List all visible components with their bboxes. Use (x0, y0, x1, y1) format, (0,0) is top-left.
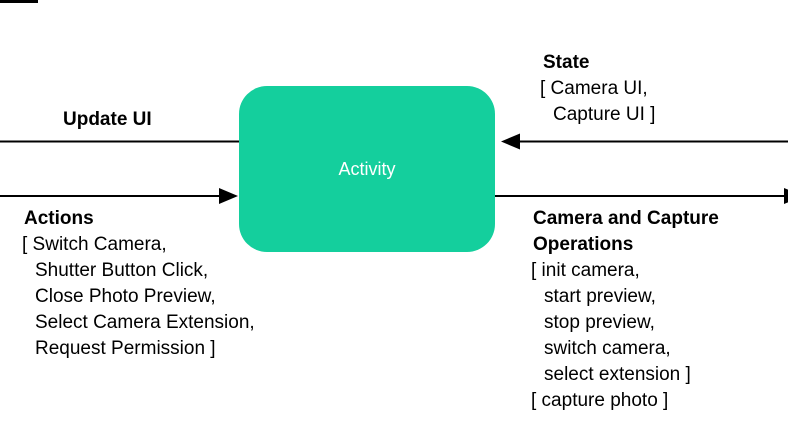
camera-ops-line: select extension ] (544, 364, 691, 385)
state-arrowhead-icon (501, 133, 520, 150)
cropped-edge-bar (0, 0, 38, 3)
activity-node: Activity (239, 86, 495, 252)
actions-line: Request Permission ] (35, 338, 216, 359)
actions-line: Select Camera Extension, (35, 312, 255, 333)
state-line: Capture UI ] (553, 104, 656, 125)
state-line: [ Camera UI, (540, 78, 648, 99)
camera-ops-arrowhead-icon (784, 188, 788, 204)
state-title: State (543, 52, 590, 73)
actions-line: Close Photo Preview, (35, 286, 216, 307)
activity-node-label: Activity (338, 158, 396, 179)
actions-block: Actions [ Switch Camera, Shutter Button … (22, 206, 255, 362)
camera-ops-line: start preview, (544, 286, 656, 307)
actions-arrowhead-icon (219, 188, 238, 204)
state-block: State [ Camera UI, Capture UI ] (540, 50, 655, 128)
actions-line: Shutter Button Click, (35, 260, 209, 281)
state-arrow (501, 133, 788, 150)
camera-ops-title-line: Operations (533, 234, 634, 255)
camera-ops-title-line: Camera and Capture (533, 208, 719, 229)
actions-arrow (0, 188, 238, 204)
camera-ops-arrow (495, 188, 788, 204)
camera-ops-line: [ capture photo ] (531, 390, 669, 411)
camera-ops-line: [ init camera, (531, 260, 640, 281)
camera-ops-line: stop preview, (544, 312, 655, 333)
camera-ops-line: switch camera, (544, 338, 671, 359)
actions-title: Actions (24, 208, 94, 229)
actions-line: [ Switch Camera, (22, 234, 167, 255)
camera-ops-block: Camera and Capture Operations [ init cam… (531, 206, 719, 414)
update-ui-label: Update UI (63, 109, 152, 130)
